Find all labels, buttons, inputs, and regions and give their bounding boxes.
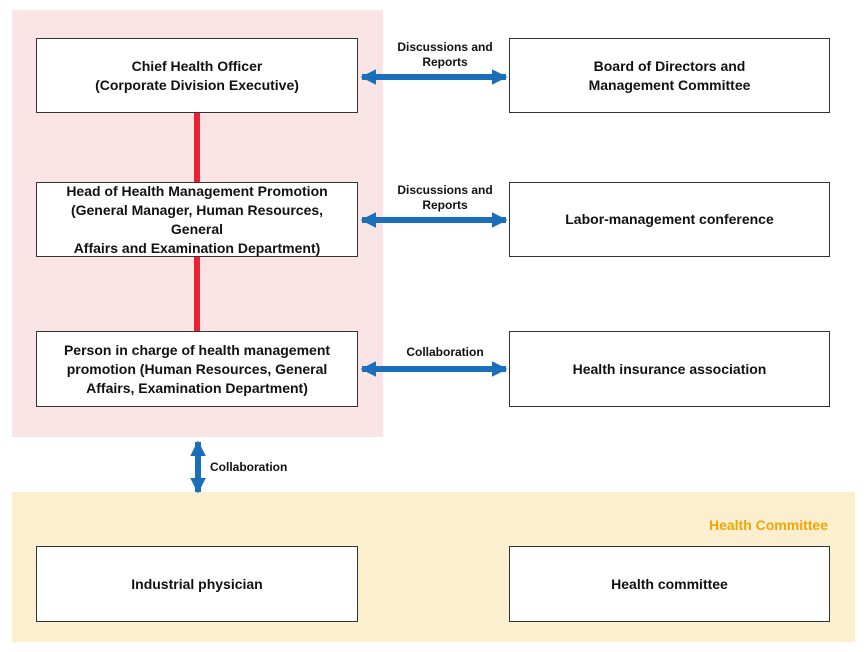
collaboration-label-down: Collaboration bbox=[210, 460, 288, 474]
chief-health-officer-role: (Corporate Division Executive) bbox=[95, 76, 299, 93]
chief-health-officer-box: Chief Health Officer (Corporate Division… bbox=[36, 38, 358, 113]
head-role-line-1: (General Manager, Human Resources, Gener… bbox=[70, 201, 324, 237]
labor-management-label: Labor-management conference bbox=[565, 211, 774, 227]
industrial-physician-label: Industrial physician bbox=[131, 575, 263, 592]
discussions-label-1: Discussions and Reports bbox=[397, 40, 493, 69]
head-title: Head of Health Management Promotion bbox=[66, 182, 328, 199]
health-committee-title: Health Committee bbox=[708, 517, 828, 533]
person-line-1: Person in charge of health management bbox=[63, 341, 331, 358]
board-line-2: Management Committee bbox=[588, 76, 751, 93]
person-line-2: promotion (Human Resources, General bbox=[66, 360, 328, 377]
health-committee-label: Health committee bbox=[611, 575, 728, 592]
person-in-charge-box: Person in charge of health management pr… bbox=[36, 331, 358, 407]
head-of-health-management-box: Head of Health Management Promotion (Gen… bbox=[36, 182, 358, 257]
discussions-label-2: Discussions and Reports bbox=[397, 183, 493, 212]
head-role-line-2: Affairs and Examination Department) bbox=[73, 239, 321, 256]
person-line-3: Affairs, Examination Department) bbox=[86, 379, 308, 396]
health-insurance-box: Health insurance association bbox=[509, 331, 830, 407]
collaboration-label-right: Collaboration bbox=[406, 345, 484, 359]
board-line-1: Board of Directors and bbox=[593, 57, 746, 74]
industrial-physician-box: Industrial physician bbox=[36, 546, 358, 622]
labor-management-box: Labor-management conference bbox=[509, 182, 830, 257]
chief-health-officer-title: Chief Health Officer bbox=[131, 57, 263, 74]
health-insurance-label: Health insurance association bbox=[572, 360, 767, 377]
board-of-directors-box: Board of Directors and Management Commit… bbox=[509, 38, 830, 113]
health-committee-box: Health committee bbox=[509, 546, 830, 622]
